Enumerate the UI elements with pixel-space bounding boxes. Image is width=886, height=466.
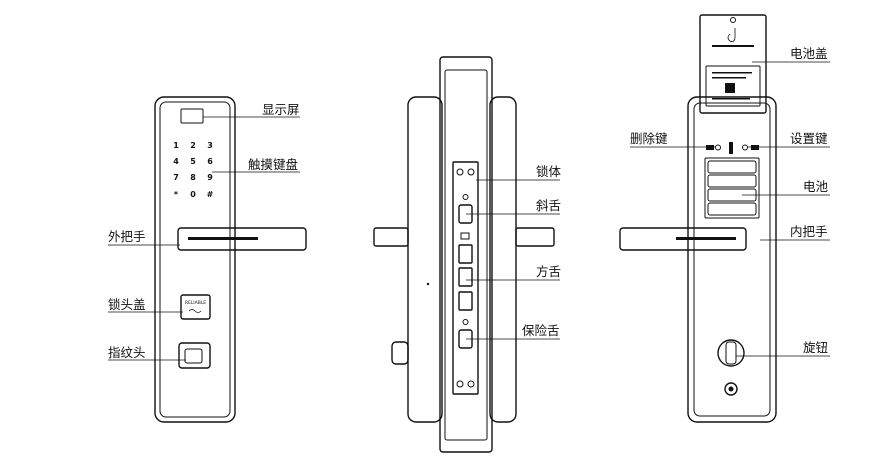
outer-handle-bar xyxy=(177,227,307,251)
label-set-key: 设置键 xyxy=(790,131,828,146)
mortise-screw-top-right xyxy=(467,168,475,176)
deadbolt-upper xyxy=(458,244,473,264)
side-front-escutcheon xyxy=(407,96,443,423)
delete-key-icon[interactable] xyxy=(706,145,714,150)
battery-cover-text-line-3 xyxy=(712,98,750,100)
battery-cover-logo-icon xyxy=(727,28,736,42)
back-view: 电池盖 删除键 设置键 电池 内把手 旋钮 xyxy=(619,14,830,423)
key-2[interactable]: 2 xyxy=(190,141,196,150)
display-screen xyxy=(180,108,204,124)
mortise-plate xyxy=(452,161,479,395)
fingerprint-reader[interactable] xyxy=(178,342,211,369)
battery-compartment xyxy=(704,157,760,219)
mortise-screw-mid-1 xyxy=(462,194,469,200)
label-battery-cover: 电池盖 xyxy=(790,46,828,61)
side-right-handle xyxy=(515,227,555,247)
label-display: 显示屏 xyxy=(262,102,300,117)
fingerprint-sensor xyxy=(184,348,203,364)
battery-cover[interactable] xyxy=(699,14,767,114)
label-inner-handle: 内把手 xyxy=(790,224,828,239)
front-view: 1 2 3 4 5 6 7 8 9 * 0 # RELIABLE xyxy=(108,96,307,423)
key-star[interactable]: * xyxy=(174,190,179,199)
label-outer-handle: 外把手 xyxy=(108,229,146,244)
battery-cell-1 xyxy=(707,160,757,174)
delete-key-dot xyxy=(715,144,721,151)
front-panel-inner xyxy=(159,101,231,418)
turn-knob[interactable] xyxy=(717,339,745,367)
key-5[interactable]: 5 xyxy=(190,157,196,166)
mortise-screw-mid-2 xyxy=(462,319,469,325)
label-deadbolt: 方舌 xyxy=(536,264,561,279)
lock-cover-wave-icon xyxy=(188,309,202,313)
front-panel-outer xyxy=(154,96,236,423)
key-4[interactable]: 4 xyxy=(173,157,179,166)
set-key-dot xyxy=(742,144,748,151)
inner-handle[interactable] xyxy=(619,227,747,251)
label-keypad: 触摸键盘 xyxy=(248,157,298,172)
side-view: 锁体 斜舌 方舌 保险舌 xyxy=(373,56,562,453)
side-back-escutcheon xyxy=(489,96,517,423)
deadbolt-middle xyxy=(458,267,473,287)
battery-cover-text-line-1 xyxy=(712,72,752,74)
emergency-keyhole-inner xyxy=(728,386,734,392)
lock-cover-frame xyxy=(180,294,211,320)
mortise-screw-bottom-left xyxy=(456,380,464,388)
key-0[interactable]: 0 xyxy=(190,190,196,199)
back-panel-inner xyxy=(693,102,771,417)
side-left-handle xyxy=(373,227,409,247)
side-outer-plate xyxy=(439,56,493,453)
emergency-keyhole-outer xyxy=(724,382,738,396)
label-latch: 斜舌 xyxy=(536,198,561,213)
mortise-slot-small xyxy=(460,232,470,240)
touch-keypad: 1 2 3 4 5 6 7 8 9 * 0 # xyxy=(173,141,213,199)
inner-handle-bar xyxy=(619,227,747,251)
key-6[interactable]: 6 xyxy=(207,157,213,166)
lock-cover: RELIABLE xyxy=(180,294,211,320)
key-9[interactable]: 9 xyxy=(207,173,213,182)
label-lock-cover: 锁头盖 xyxy=(108,297,146,312)
side-inner-plate xyxy=(444,69,488,441)
mortise-screw-top-left xyxy=(456,168,464,176)
set-key-icon[interactable] xyxy=(751,145,759,150)
key-8[interactable]: 8 xyxy=(190,173,196,182)
back-panel-outer xyxy=(687,96,777,423)
label-lock-body: 锁体 xyxy=(536,164,562,179)
battery-cover-instructions xyxy=(705,65,761,107)
inner-handle-groove xyxy=(676,237,736,240)
knob-bar xyxy=(725,341,737,365)
deadbolt-lower xyxy=(458,291,473,311)
outer-handle[interactable] xyxy=(177,227,307,251)
lock-cover-text: RELIABLE xyxy=(185,300,206,306)
fingerprint-frame xyxy=(178,342,211,369)
key-3[interactable]: 3 xyxy=(207,141,213,150)
label-fingerprint: 指纹头 xyxy=(108,345,146,360)
battery-cell-2 xyxy=(707,174,757,188)
label-delete-key: 删除键 xyxy=(630,131,668,146)
battery-cell-4 xyxy=(707,202,757,216)
key-hash[interactable]: # xyxy=(207,190,214,199)
battery-cover-qr-icon xyxy=(725,83,735,93)
key-switch-icon xyxy=(729,142,733,154)
outer-handle-groove xyxy=(188,237,258,240)
key-7[interactable]: 7 xyxy=(173,173,179,182)
label-knob: 旋钮 xyxy=(803,340,828,355)
side-sensor-dot xyxy=(426,282,430,286)
battery-cover-label-line xyxy=(712,45,754,47)
side-knob xyxy=(391,341,409,365)
battery-cover-hole xyxy=(730,17,736,23)
key-1[interactable]: 1 xyxy=(173,141,179,150)
knob-ring xyxy=(717,339,745,367)
battery-cover-text-line-2 xyxy=(712,77,746,79)
mortise-screw-bottom-right xyxy=(467,380,475,388)
label-safety-latch: 保险舌 xyxy=(522,323,560,338)
label-battery: 电池 xyxy=(803,179,829,194)
